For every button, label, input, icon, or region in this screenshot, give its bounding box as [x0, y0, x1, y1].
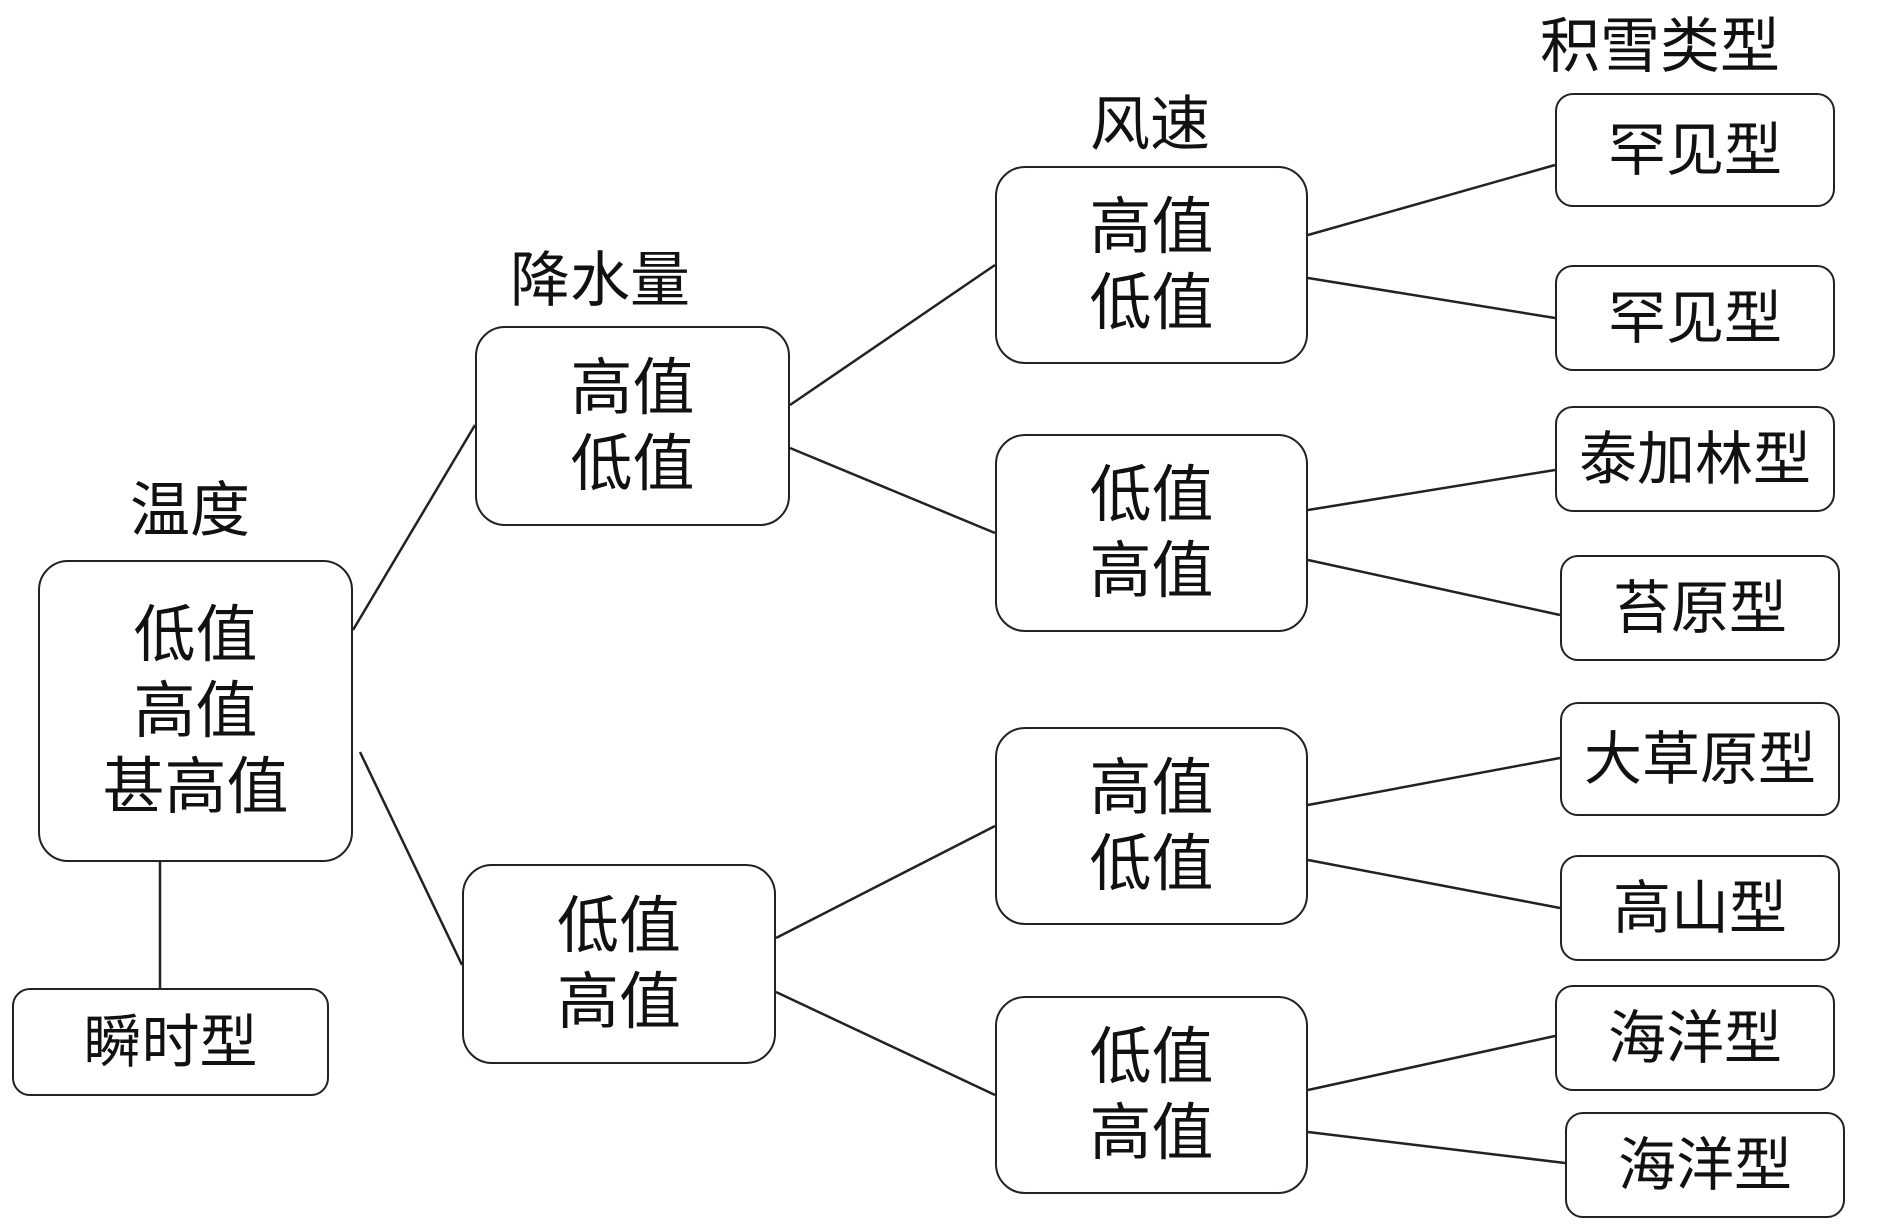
- snow-type-leaf-4: 苔原型: [1560, 555, 1840, 661]
- snow-type-leaf-5: 大草原型: [1560, 702, 1840, 816]
- temperature-value-very-high: 甚高值: [102, 750, 289, 823]
- wind-speed-node-3: 高值 低值: [995, 727, 1308, 925]
- precipitation-lower-value-1: 低值: [556, 889, 681, 962]
- snow-type-leaf-8: 海洋型: [1565, 1112, 1845, 1218]
- snow-type-label-6: 高山型: [1612, 874, 1787, 942]
- wind-3-value-1: 高值: [1089, 751, 1214, 824]
- snow-type-leaf-3: 泰加林型: [1555, 406, 1835, 512]
- temperature-value-low: 低值: [133, 598, 258, 671]
- precipitation-node-lower: 低值 高值: [462, 864, 776, 1064]
- edge-wind-1-leaf-1: [1307, 163, 1556, 237]
- precipitation-upper-value-1: 高值: [570, 351, 695, 424]
- precipitation-upper-value-2: 低值: [570, 427, 695, 500]
- temperature-node: 低值 高值 甚高值: [38, 560, 353, 862]
- snow-type-leaf-7: 海洋型: [1555, 985, 1835, 1091]
- wind-speed-node-4: 低值 高值: [995, 996, 1308, 1194]
- edge-precip-lower-wind-4: [775, 990, 996, 1097]
- precipitation-lower-value-2: 高值: [556, 965, 681, 1038]
- wind-4-value-2: 高值: [1089, 1096, 1214, 1169]
- edge-wind-1-leaf-2: [1307, 276, 1556, 320]
- wind-1-value-2: 低值: [1089, 266, 1214, 339]
- snow-type-label-8: 海洋型: [1617, 1131, 1792, 1199]
- snow-type-leaf-2: 罕见型: [1555, 265, 1835, 371]
- transient-type-node: 瞬时型: [12, 988, 329, 1096]
- wind-speed-node-2: 低值 高值: [995, 434, 1308, 632]
- snow-type-label-4: 苔原型: [1612, 574, 1787, 642]
- edge-temp-precip-lower: [358, 751, 464, 966]
- snow-type-label-7: 海洋型: [1607, 1004, 1782, 1072]
- snow-type-leaf-6: 高山型: [1560, 855, 1840, 961]
- edge-precip-upper-wind-1: [789, 263, 996, 407]
- transient-type-label: 瞬时型: [83, 1008, 258, 1076]
- edge-wind-2-leaf-4: [1307, 558, 1561, 617]
- wind-2-value-1: 低值: [1089, 458, 1214, 531]
- edge-wind-2-leaf-3: [1307, 468, 1556, 512]
- temperature-value-high: 高值: [133, 674, 258, 747]
- snow-type-label-5: 大草原型: [1583, 725, 1816, 793]
- edge-precip-upper-wind-2: [789, 446, 996, 535]
- wind-1-value-1: 高值: [1089, 190, 1214, 263]
- edge-wind-4-leaf-7: [1307, 1034, 1556, 1092]
- edge-wind-4-leaf-8: [1307, 1130, 1566, 1165]
- wind-3-value-2: 低值: [1089, 827, 1214, 900]
- header-precipitation: 降水量: [510, 246, 690, 316]
- snow-type-label-1: 罕见型: [1607, 116, 1782, 184]
- snow-type-leaf-1: 罕见型: [1555, 93, 1835, 207]
- precipitation-node-upper: 高值 低值: [475, 326, 790, 526]
- wind-2-value-2: 高值: [1089, 534, 1214, 607]
- edge-temp-precip-upper: [351, 424, 477, 631]
- wind-speed-node-1: 高值 低值: [995, 166, 1308, 364]
- edge-wind-3-leaf-6: [1307, 858, 1561, 910]
- edge-precip-lower-wind-3: [775, 824, 996, 940]
- snow-type-label-3: 泰加林型: [1578, 425, 1811, 493]
- edge-wind-3-leaf-5: [1307, 756, 1561, 807]
- wind-4-value-1: 低值: [1089, 1020, 1214, 1093]
- header-snow-type: 积雪类型: [1540, 12, 1780, 82]
- snow-type-label-2: 罕见型: [1607, 284, 1782, 352]
- header-temperature: 温度: [130, 476, 250, 546]
- header-wind-speed: 风速: [1090, 90, 1210, 160]
